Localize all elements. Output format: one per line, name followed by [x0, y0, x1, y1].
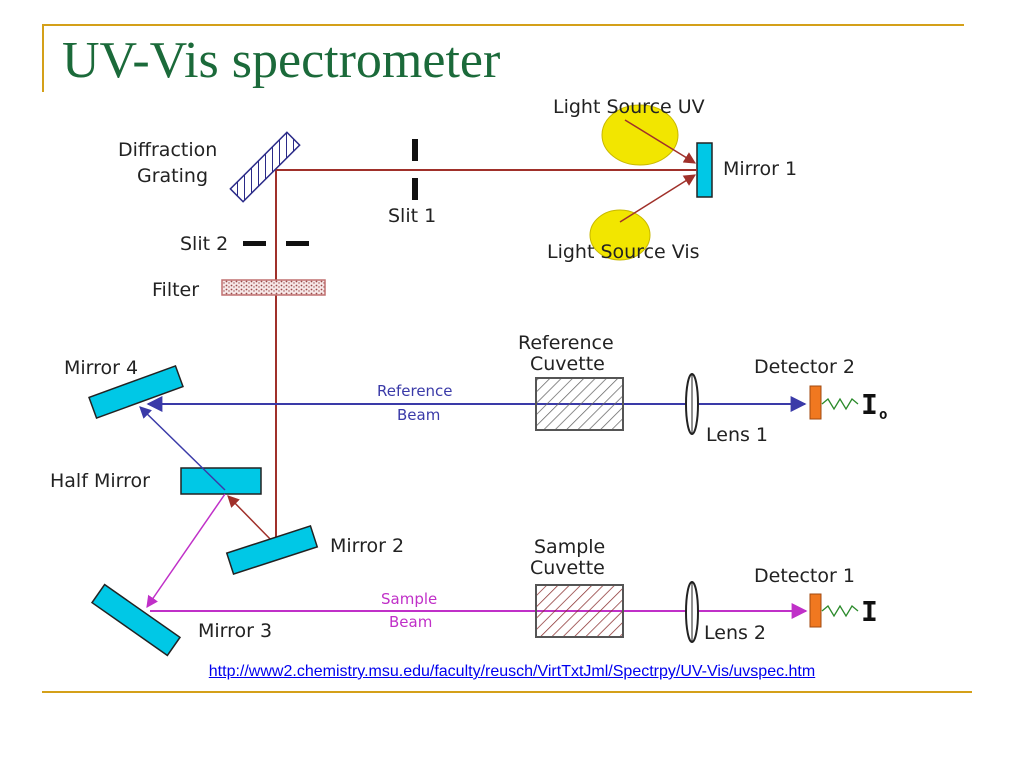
left-accent-line	[42, 24, 44, 92]
slit-1-upper	[412, 139, 418, 161]
lens-1	[685, 373, 699, 435]
detector-2-signal	[821, 397, 859, 411]
label-slit-2: Slit 2	[180, 233, 228, 255]
label-reference-beam-1: Reference	[377, 382, 453, 400]
label-light-source-uv: Light Source UV	[553, 96, 705, 118]
label-diffraction: Diffraction	[118, 139, 217, 161]
vis-lamp	[589, 209, 651, 261]
mirror-3	[90, 583, 182, 657]
label-sample-cuvette-1: Sample	[534, 536, 605, 558]
label-sample-beam-2: Beam	[389, 613, 432, 631]
diffraction-grating	[229, 131, 301, 203]
label-sample-beam-1: Sample	[381, 590, 437, 608]
label-detector-1: Detector 1	[754, 565, 855, 587]
label-intensity-reference: I	[861, 388, 878, 421]
reference-cuvette	[535, 377, 624, 431]
uv-ray	[624, 119, 697, 164]
uv-lamp	[601, 104, 679, 166]
label-intensity-sample: I	[861, 595, 878, 628]
slit-2-right	[286, 241, 309, 246]
sample-cuvette	[535, 584, 624, 638]
label-mirror-4: Mirror 4	[64, 357, 138, 379]
label-intensity-reference-sub: o	[879, 407, 887, 423]
top-accent-line	[42, 24, 964, 26]
detector-2	[809, 385, 822, 420]
half-mirror	[180, 467, 262, 495]
label-slit-1: Slit 1	[388, 205, 436, 227]
bottom-accent-line	[42, 691, 972, 693]
detector-1-signal	[821, 604, 859, 618]
detector-1	[809, 593, 822, 628]
label-light-source-vis: Light Source Vis	[547, 241, 700, 263]
mirror-2	[225, 524, 319, 576]
label-detector-2: Detector 2	[754, 356, 855, 378]
label-lens-1: Lens 1	[706, 424, 768, 446]
label-mirror-3: Mirror 3	[198, 620, 272, 642]
slit-2-left	[243, 241, 266, 246]
mirror-4	[88, 364, 184, 420]
mirror2-to-half-mirror-ray	[227, 495, 277, 546]
label-mirror-2: Mirror 2	[330, 535, 404, 557]
source-link-container: http://www2.chemistry.msu.edu/faculty/re…	[0, 663, 1024, 681]
label-mirror-1: Mirror 1	[723, 158, 797, 180]
filter	[221, 279, 326, 296]
page-title: UV-Vis spectrometer	[62, 32, 501, 89]
label-half-mirror: Half Mirror	[50, 470, 150, 492]
lens-2	[685, 581, 699, 643]
vis-ray	[619, 174, 697, 223]
label-reference-beam-2: Beam	[397, 406, 440, 424]
label-filter: Filter	[152, 279, 199, 301]
half-mirror-to-mirror3-ray	[146, 493, 226, 608]
label-sample-cuvette-2: Cuvette	[530, 557, 605, 579]
label-reference-cuvette-1: Reference	[518, 332, 614, 354]
label-lens-2: Lens 2	[704, 622, 766, 644]
half-mirror-to-mirror4-ray	[139, 406, 226, 491]
source-link[interactable]: http://www2.chemistry.msu.edu/faculty/re…	[208, 663, 816, 680]
label-reference-cuvette-2: Cuvette	[530, 353, 605, 375]
mirror-1	[696, 142, 713, 198]
slit-1-lower	[412, 178, 418, 200]
label-grating: Grating	[137, 165, 208, 187]
